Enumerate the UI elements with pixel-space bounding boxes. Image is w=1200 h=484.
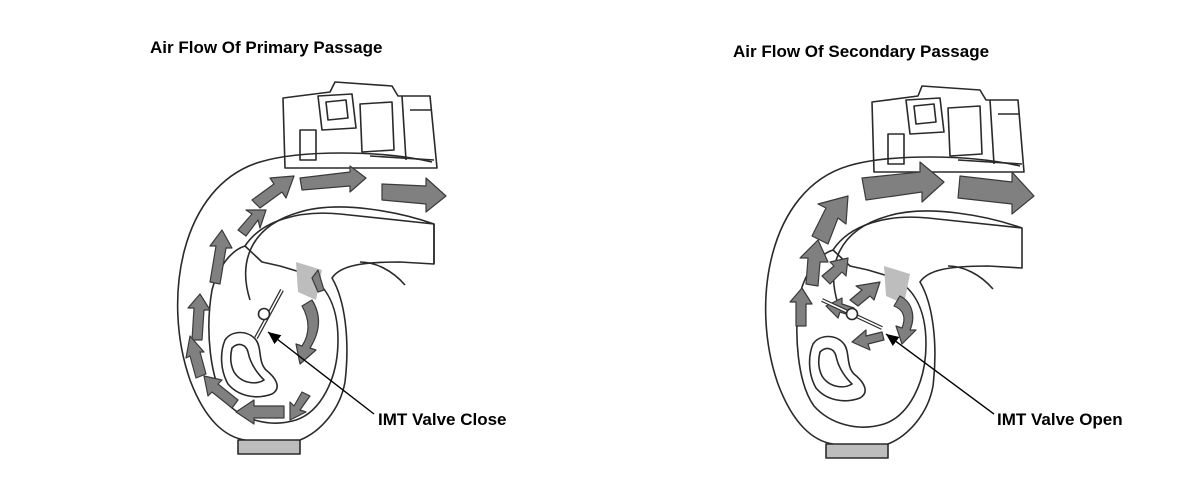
secondary-passage-title: Air Flow Of Secondary Passage xyxy=(733,42,990,61)
primary-passage-title: Air Flow Of Primary Passage xyxy=(150,38,383,57)
imt-valve-closed xyxy=(254,289,284,339)
imt-valve-open xyxy=(821,298,883,330)
primary-flow-arrows xyxy=(185,165,447,425)
primary-manifold-drawing xyxy=(176,81,438,455)
imt-valve-open-label: IMT Valve Open xyxy=(997,410,1123,429)
secondary-flow-arrows xyxy=(789,161,1035,351)
imt-valve-close-label: IMT Valve Close xyxy=(378,410,507,429)
valve-open-pointer xyxy=(885,333,995,415)
secondary-manifold-drawing xyxy=(764,85,1025,459)
valve-close-pointer xyxy=(267,331,375,415)
